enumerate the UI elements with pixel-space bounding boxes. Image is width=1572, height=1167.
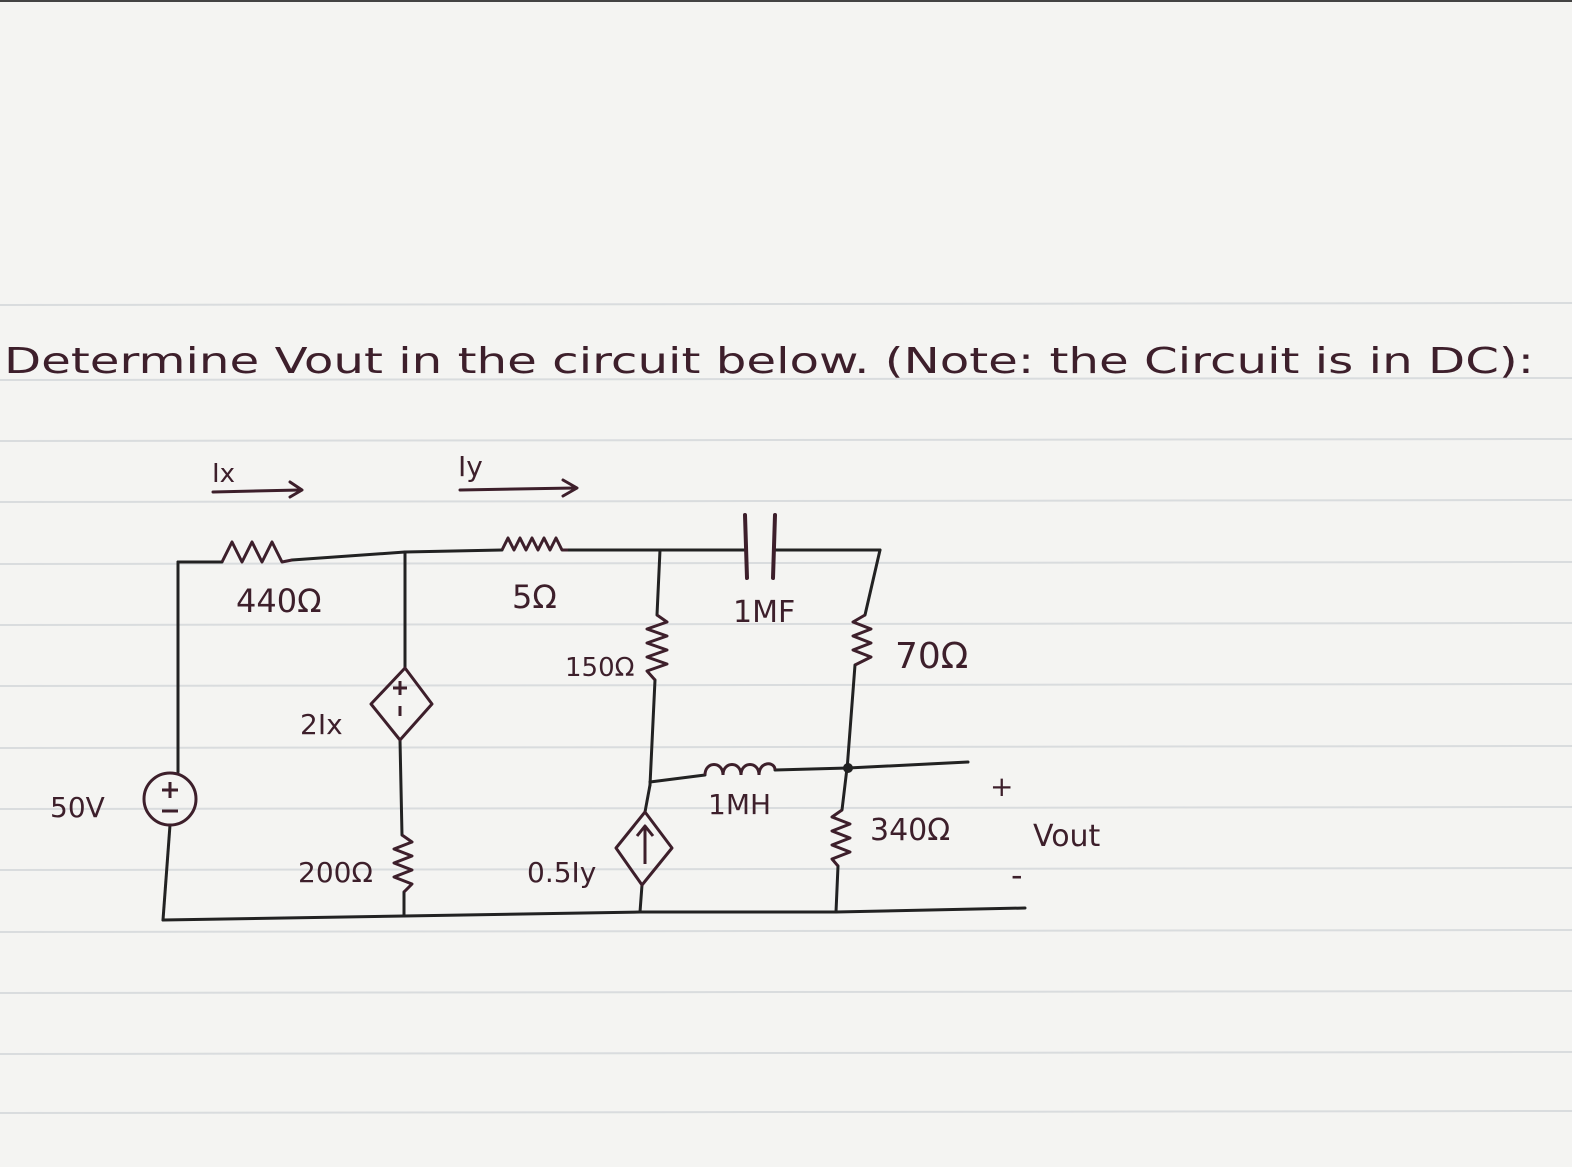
label-r150: 150Ω (565, 653, 635, 683)
label-vout-minus: - (1011, 856, 1023, 894)
resistor-70 (851, 613, 873, 667)
label-src: 50V (50, 791, 105, 824)
current-arrow-ix (211, 480, 304, 499)
label-dep-i: 0.5Iy (527, 856, 596, 889)
label-c1: 1MF (733, 595, 795, 630)
resistor-440 (220, 540, 293, 564)
label-r340: 340Ω (870, 813, 950, 848)
current-arrow-iy (458, 478, 579, 498)
label-r200: 200Ω (298, 856, 373, 889)
label-r5: 5Ω (512, 578, 557, 616)
dependent-current-source-icon (614, 810, 674, 887)
voltage-source-icon (142, 771, 198, 827)
label-r440: 440Ω (236, 582, 322, 620)
inductor-1mh (703, 762, 777, 776)
circuit-wires (161, 548, 1027, 922)
label-ix: Ix (212, 459, 235, 489)
resistor-150 (645, 613, 669, 681)
label-iy: Iy (458, 450, 483, 483)
resistor-340 (830, 808, 852, 867)
resistor-5 (500, 536, 568, 552)
resistor-200 (392, 833, 414, 894)
label-dep-v: 2Ix (300, 708, 343, 741)
capacitor-1mf (743, 513, 777, 580)
label-r70: 70Ω (895, 636, 968, 677)
problem-statement: Determine Vout in the circuit below. (No… (4, 341, 1534, 382)
label-l1: 1MH (708, 788, 771, 821)
label-vout: Vout (1033, 819, 1101, 854)
label-vout-plus: + (990, 770, 1013, 803)
ruled-lines (0, 302, 1572, 1114)
junction-dot (843, 763, 853, 773)
dependent-voltage-source-icon (369, 666, 434, 742)
